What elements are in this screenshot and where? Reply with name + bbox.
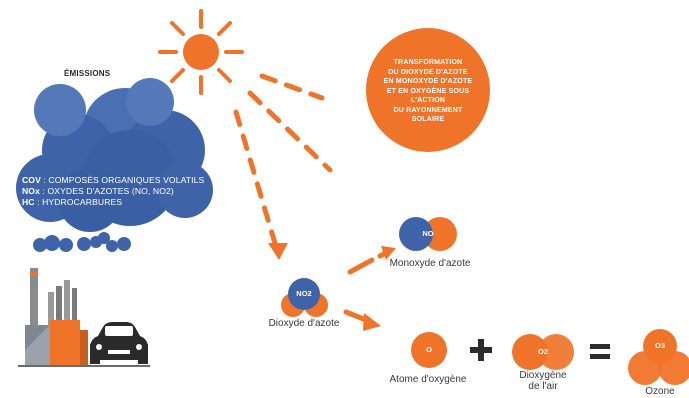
o3-symbol: O3 — [654, 341, 665, 350]
equals-operator — [590, 344, 610, 359]
no2-molecule — [281, 278, 328, 317]
arrow-to-o — [343, 309, 381, 331]
emission-line-cov: COV : COMPOSÉS ORGANIQUES VOLATILS — [22, 175, 205, 185]
o3-molecule — [628, 329, 689, 385]
no-molecule — [399, 217, 457, 251]
o-label: Atome d'oxygène — [389, 374, 467, 385]
plus-operator — [470, 339, 492, 361]
no2-symbol: NO2 — [296, 289, 312, 298]
emissions-title: ÉMISSIONS — [64, 69, 111, 78]
no-label: Monoxyde d'azote — [389, 258, 471, 269]
sun-icon — [158, 9, 244, 95]
cloud-icon — [16, 78, 213, 252]
transformation-text: TRANSFORMATION DU DIOXYDE D'AZOTE EN MON… — [383, 59, 473, 123]
factory-icon — [18, 268, 150, 367]
emission-line-hc: HC : HYDROCARBURES — [22, 197, 123, 207]
transformation-bubble — [366, 28, 490, 152]
o3-label: Ozone — [645, 386, 675, 397]
no-symbol: NO — [422, 229, 434, 238]
sun-rays — [233, 73, 333, 260]
o2-label: Dioxygène de l'air — [519, 370, 567, 392]
car-icon — [90, 322, 148, 364]
o2-molecule — [512, 334, 574, 370]
arrow-to-no — [347, 246, 396, 275]
o-symbol: O — [426, 345, 432, 354]
o2-symbol: O2 — [537, 347, 548, 356]
o-atom — [411, 332, 447, 368]
emission-line-nox: NOx : OXYDES D'AZOTES (NO, NO2) — [22, 186, 174, 196]
emissions-list: COV : COMPOSÉS ORGANIQUES VOLATILS NOx :… — [22, 175, 222, 208]
no2-label: Dioxyde d'azote — [268, 318, 340, 329]
